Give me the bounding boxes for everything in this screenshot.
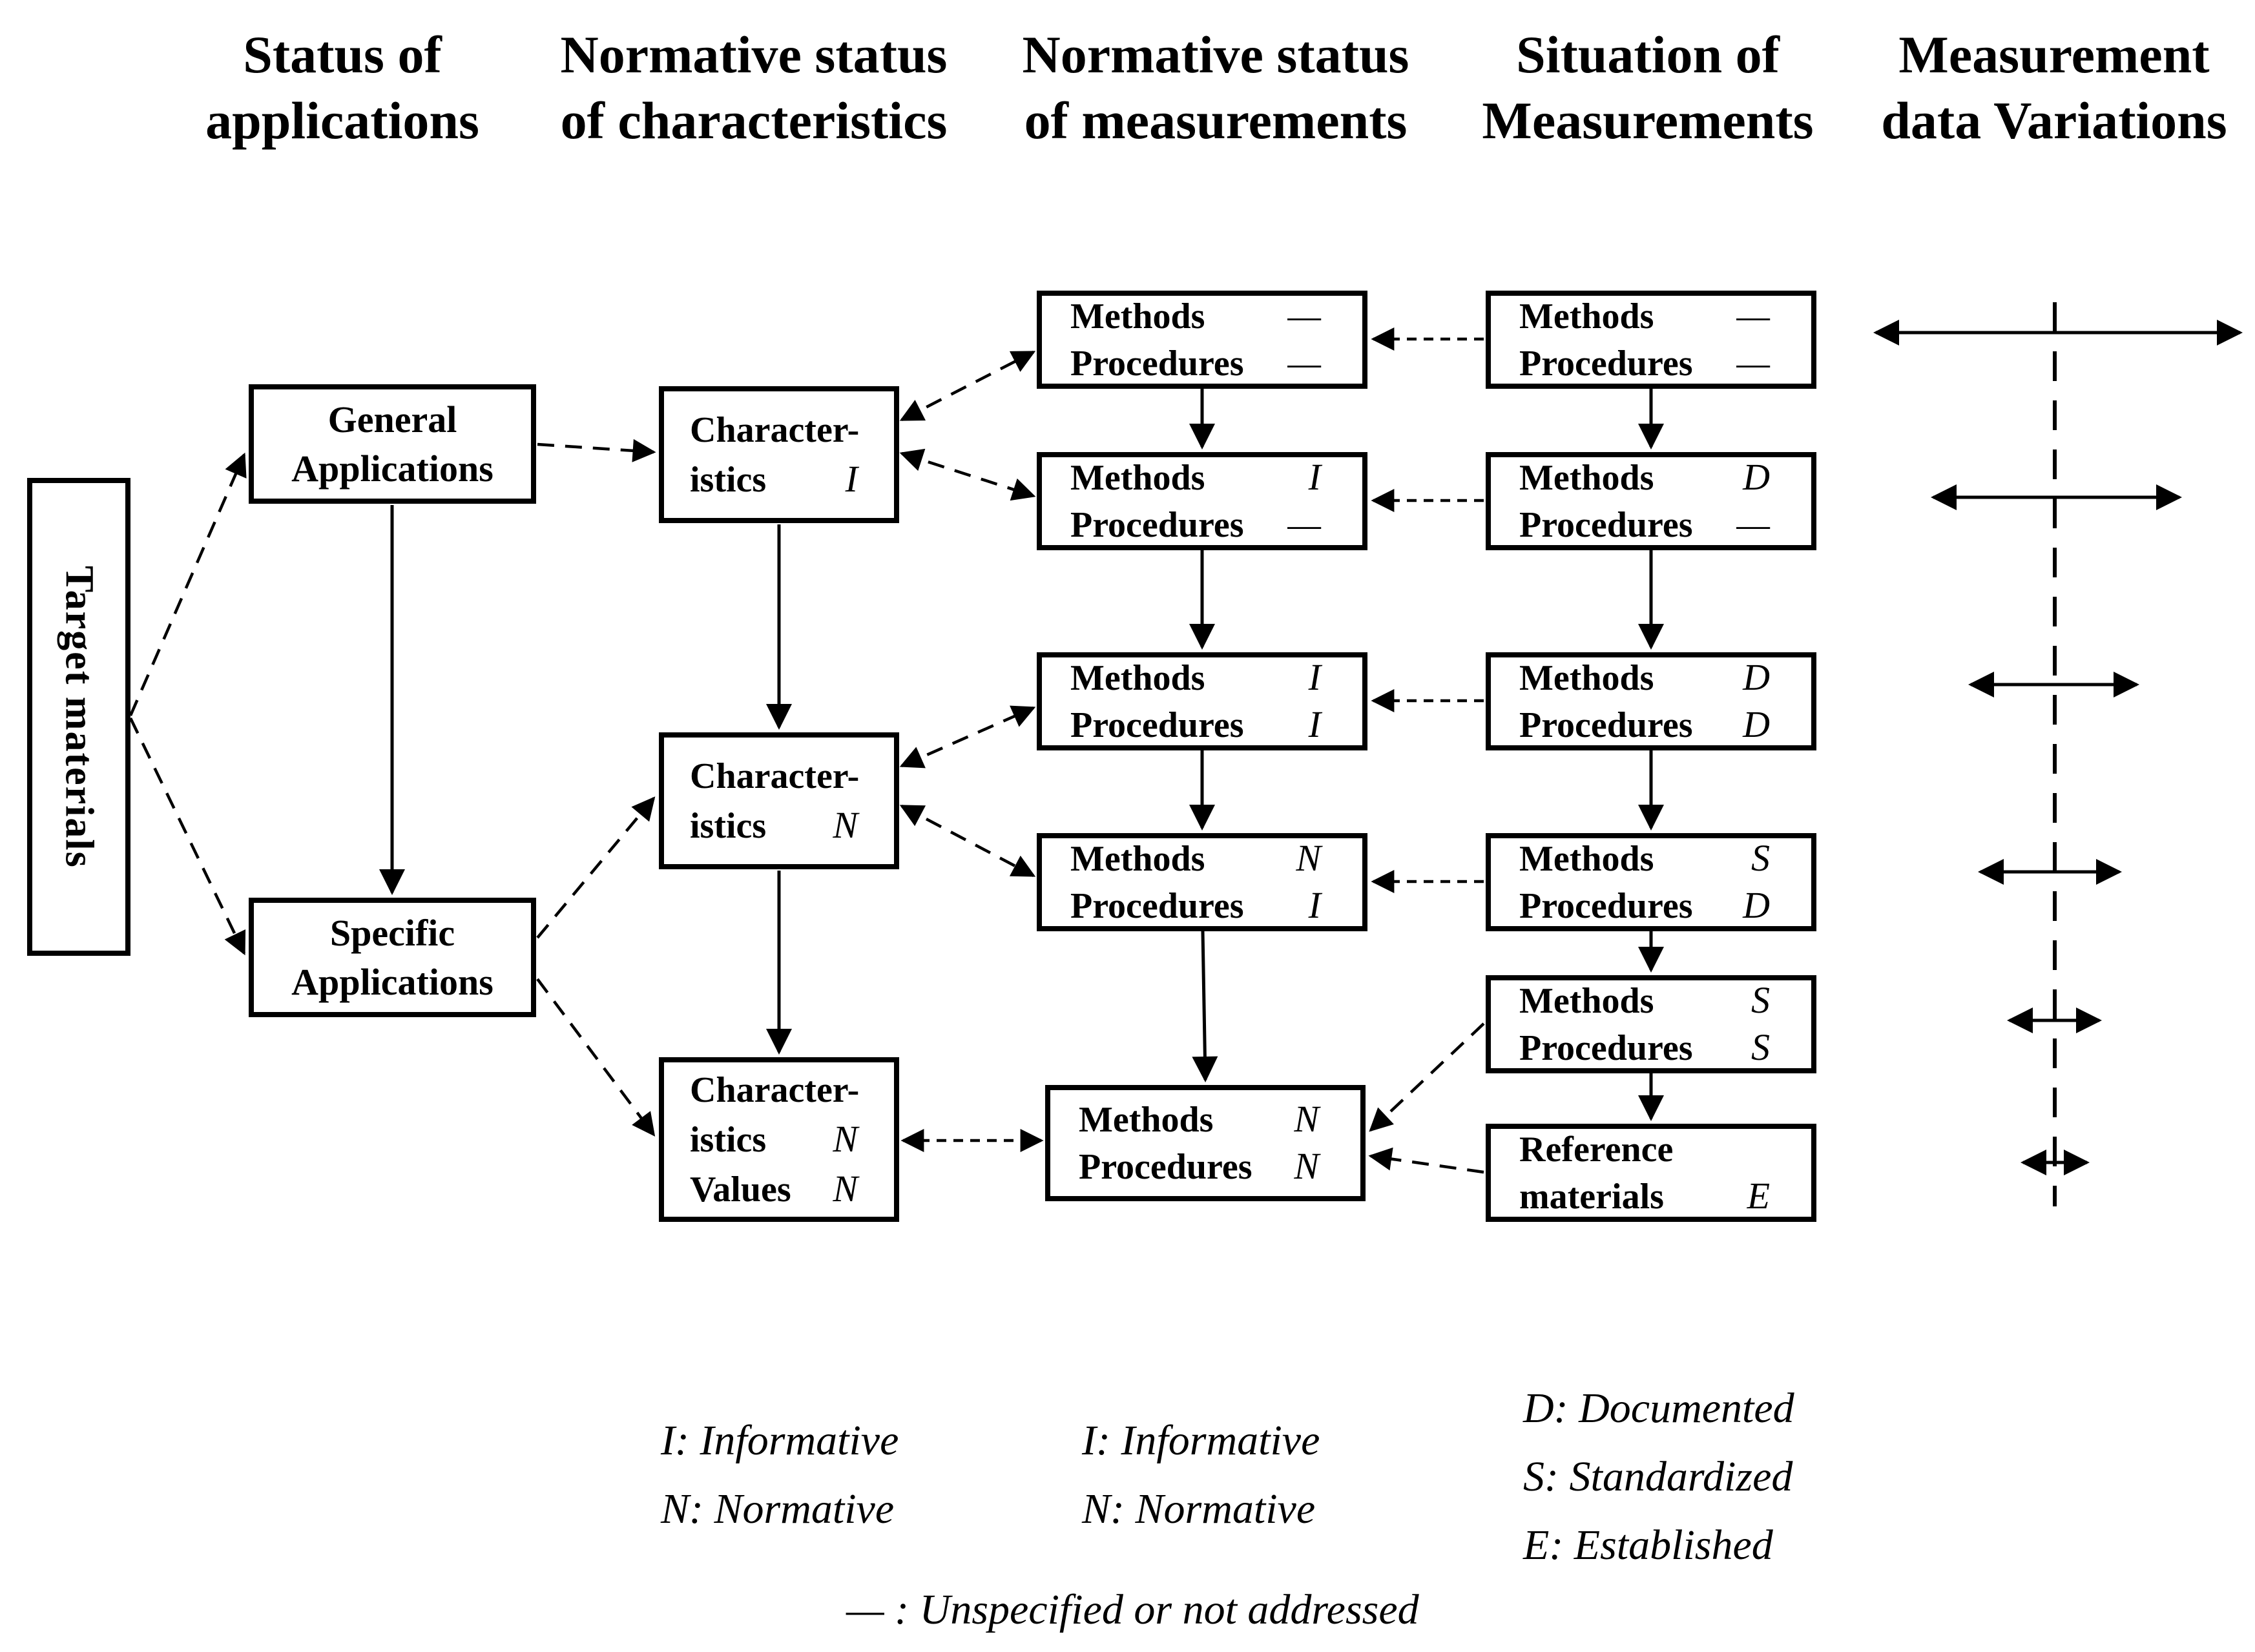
link-char-i-nm1 xyxy=(899,350,1036,422)
legend-characteristics: I: Informative N: Normative xyxy=(661,1417,899,1533)
status-letter: N xyxy=(1296,837,1321,879)
status-letter: — xyxy=(1287,294,1321,336)
link-general-to-char-i xyxy=(537,439,656,462)
legend-unspecified-note: — : Unspecified or not addressed xyxy=(846,1586,1419,1633)
link-specific-to-char-values xyxy=(536,978,656,1137)
status-letter: S xyxy=(1751,1026,1770,1068)
status-letter: — xyxy=(1287,503,1321,545)
box-target-materials: Target materials xyxy=(27,478,130,956)
status-letter: N xyxy=(833,1167,858,1210)
arrow-nm4-to-nm5 xyxy=(1192,931,1218,1082)
status-letter: — xyxy=(1287,342,1321,384)
status-letter: I xyxy=(1308,456,1321,498)
link-specific-to-char-n xyxy=(536,796,656,939)
status-letter: S xyxy=(1751,979,1770,1021)
status-letter: I xyxy=(1308,884,1321,926)
target-materials-label: Target materials xyxy=(57,565,101,869)
box-general-applications: General Applications xyxy=(249,384,536,504)
status-letter: N xyxy=(1294,1098,1319,1140)
link-sm5-to-nm5 xyxy=(1369,1022,1485,1132)
status-letter: I xyxy=(1308,703,1321,745)
status-letter: D xyxy=(1743,703,1770,745)
status-letter: D xyxy=(1743,456,1770,498)
link-char-n-nm3 xyxy=(899,705,1036,769)
status-letter: I xyxy=(845,457,858,500)
legend-measurements: I: Informative N: Normative xyxy=(1082,1417,1320,1533)
link-char-i-nm2 xyxy=(899,448,1036,501)
status-letter: D xyxy=(1743,884,1770,926)
box-nm1-methods-procedures: Methods— Procedures— xyxy=(1037,291,1367,389)
link-target-to-general xyxy=(129,452,247,716)
link-reference-to-nm5 xyxy=(1368,1147,1484,1174)
link-target-to-specific xyxy=(129,718,246,956)
status-letter: — xyxy=(1736,503,1770,545)
status-letter: D xyxy=(1743,656,1770,698)
status-letter: N xyxy=(1294,1145,1319,1187)
legend-situation: D: Documented S: Standardized E: Establi… xyxy=(1523,1385,1794,1569)
status-letter: — xyxy=(1736,342,1770,384)
status-letter: N xyxy=(833,803,858,846)
box-specific-applications: Specific Applications xyxy=(249,898,536,1017)
status-letter: E xyxy=(1747,1174,1770,1217)
box-sm1-methods-procedures: Methods— Procedures— xyxy=(1486,291,1816,389)
status-letter: — xyxy=(1736,294,1770,336)
link-char-n-nm4 xyxy=(899,805,1036,877)
status-letter: N xyxy=(833,1117,858,1160)
status-letter: S xyxy=(1751,837,1770,879)
status-letter: I xyxy=(1308,656,1321,698)
